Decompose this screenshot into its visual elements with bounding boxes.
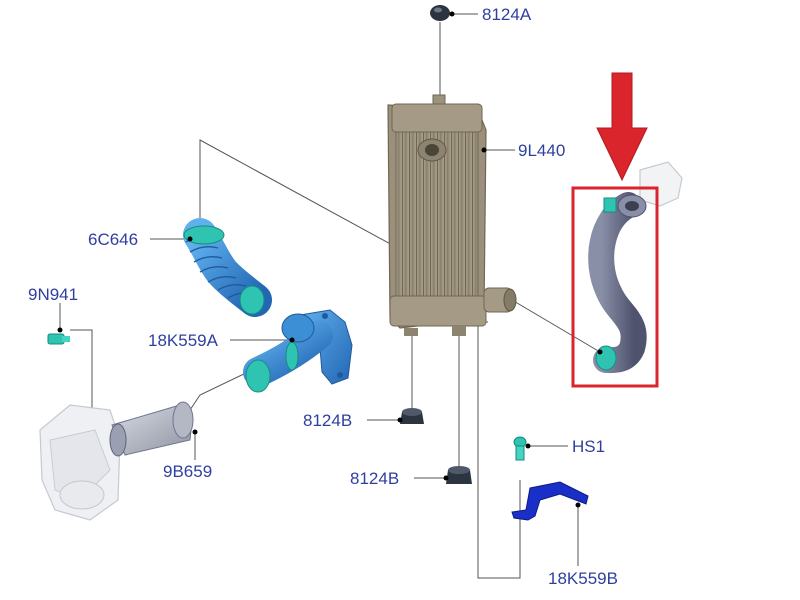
outlet-hose-part: [588, 161, 683, 374]
label-9n941: 9N941: [28, 285, 78, 304]
label-8124b-lower: 8124B: [350, 469, 399, 488]
label-8124b-upper: 8124B: [303, 411, 352, 430]
clip-hs1-part: [513, 436, 531, 461]
mount-8124b-lower-part: [443, 466, 472, 484]
highlight-box: [571, 186, 659, 388]
label-18k559b: 18K559B: [548, 569, 618, 588]
sensor-9n941-part: [47, 327, 70, 345]
highlight-marker: [571, 72, 659, 388]
mount-8124b-upper-part: [397, 408, 424, 424]
cap-8124a-part: [430, 5, 455, 21]
leader-lines: [59, 13, 601, 579]
label-18k559a: 18K559A: [148, 331, 219, 350]
label-6c646: 6C646: [88, 230, 138, 249]
hose-6c646-part: [183, 218, 272, 317]
intercooler-9l440-part: [387, 94, 517, 336]
pipe-18k559a-part: [243, 309, 353, 393]
throttle-body-9b659-part: [39, 401, 198, 521]
label-9b659: 9B659: [163, 462, 212, 481]
label-hs1: HS1: [572, 437, 605, 456]
down-arrow-icon: [596, 72, 648, 182]
bracket-18k559b-part: [511, 481, 589, 521]
label-8124a: 8124A: [482, 5, 532, 24]
part-labels: 8124A 9L440 6C646 9N941 18K559A 9B659 81…: [28, 5, 618, 588]
label-9l440: 9L440: [518, 141, 565, 160]
